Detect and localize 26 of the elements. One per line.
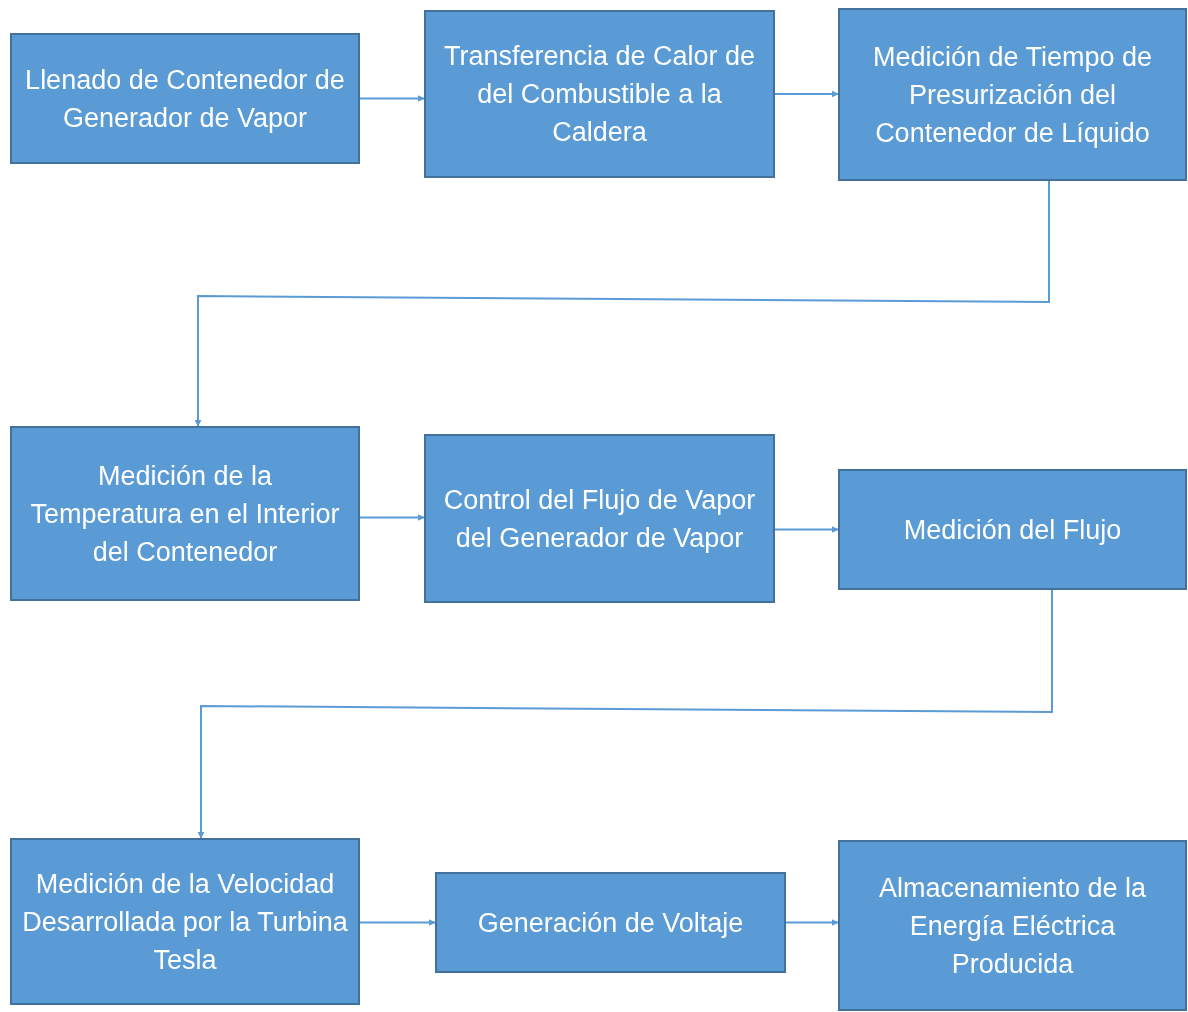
- process-box: [838, 8, 1187, 181]
- process-box: [838, 469, 1187, 590]
- step-text: Medición de Tiempo de Presurización del Contenedor de Líquido: [871, 40, 1154, 150]
- step-text: Control del Flujo de Vapor del Generador de Vapor: [442, 483, 757, 555]
- process-box: [435, 872, 786, 973]
- process-box: [10, 426, 360, 601]
- step-text: Llenado de Contenedor de Generador de Vapor: [24, 63, 346, 135]
- arrow: [774, 90, 839, 98]
- arrow: [359, 514, 425, 521]
- process-box: [10, 33, 360, 164]
- process-box: [838, 840, 1187, 1011]
- arrow: [194, 180, 1050, 427]
- step-text: Medición del Flujo: [903, 513, 1122, 547]
- step-text: Medición de la Velocidad Desarrollada por la Turbina Tesla: [21, 867, 349, 977]
- arrow: [785, 919, 839, 926]
- process-box: [424, 10, 775, 178]
- arrow: [359, 919, 436, 926]
- process-box: [424, 434, 775, 603]
- arrow: [774, 526, 839, 533]
- step-text: Almacenamiento de la Energía Eléctrica Producida: [877, 871, 1148, 981]
- arrow: [197, 589, 1053, 839]
- arrow: [359, 95, 425, 102]
- step-text: Medición de la Temperatura en el Interior del Contenedor: [29, 459, 341, 569]
- step-text: Transferencia de Calor de del Combustible a la Caldera: [442, 40, 757, 149]
- step-text: Generación de Voltaje: [477, 906, 744, 940]
- process-box: [10, 838, 360, 1005]
